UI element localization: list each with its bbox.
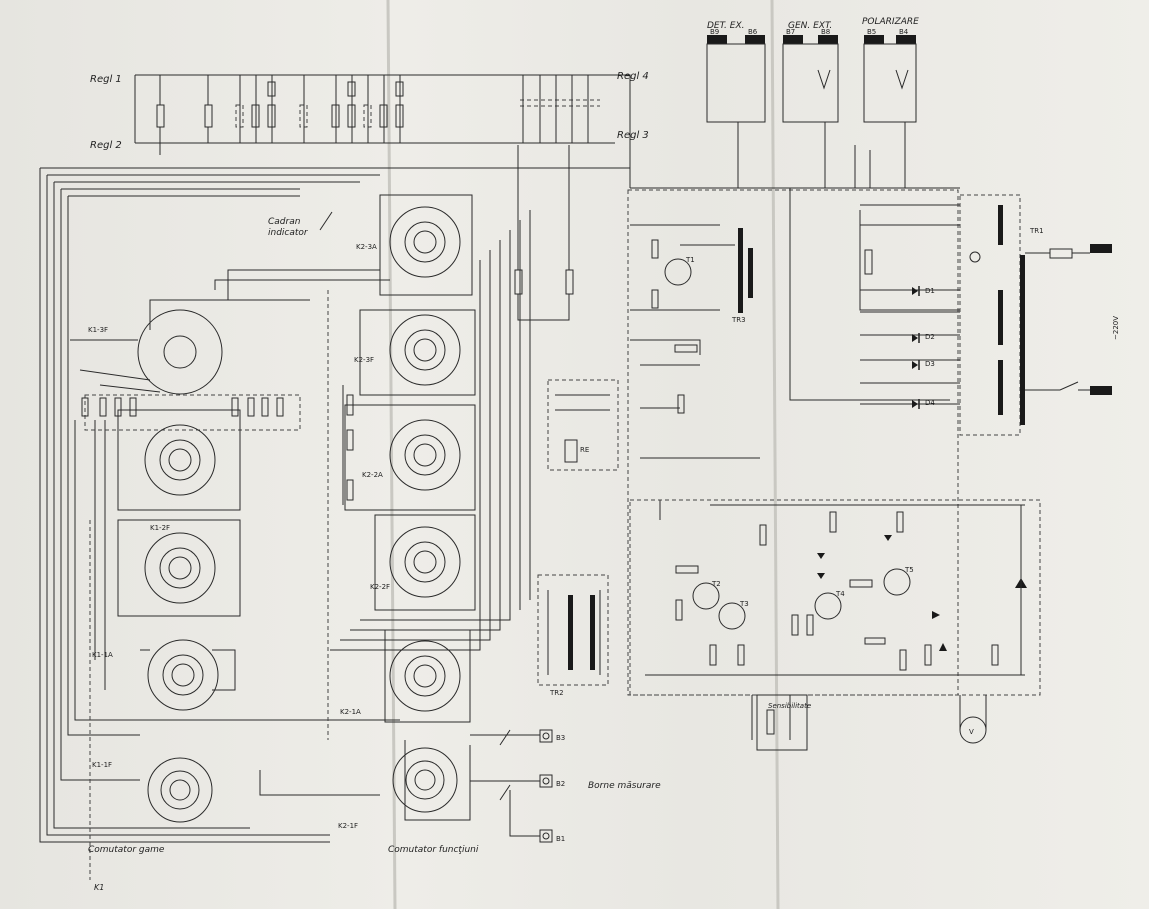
terminal-b3: B3 <box>556 734 565 742</box>
voltmeter-symbol: V <box>969 728 974 736</box>
regl-trimmers <box>514 145 574 321</box>
connector-b7: B7 <box>786 28 795 36</box>
amplifier-section <box>629 499 1041 696</box>
label-sensibilitate: Sensibilitate <box>768 702 811 710</box>
k2-side-parts <box>319 211 354 505</box>
switch-label-k2-2a: K2-2A <box>362 471 383 479</box>
top-bus <box>615 74 960 401</box>
label-gen-ext: GEN. EXT. <box>788 21 832 31</box>
label-comutator-functiuni: Comutator funcţiuni <box>388 845 479 855</box>
label-comutator-game: Comutator game <box>88 845 165 855</box>
connector-b6: B6 <box>748 28 758 36</box>
switch-k2-3f <box>359 309 476 396</box>
transformer-tr1-label: TR1 <box>1029 227 1044 235</box>
connector-blocks <box>706 35 917 123</box>
switch-label-k1-3f: K1-3F <box>88 326 108 334</box>
transistor-t5-label: T5 <box>904 566 914 574</box>
switch-label-k1-1a: K1-1A <box>92 651 113 659</box>
switch-k2-2a <box>344 404 476 511</box>
oscillator-section <box>627 189 959 696</box>
diode-d4-label: D4 <box>925 399 935 407</box>
label-indicator: indicator <box>268 228 309 238</box>
relay-label: RE <box>580 446 589 454</box>
switch-k2-2f <box>374 514 476 611</box>
paper-fold <box>386 0 397 909</box>
switch-k2-3a <box>379 194 473 296</box>
diode-d3-label: D3 <box>925 360 935 368</box>
transistor-t3-label: T3 <box>739 600 749 608</box>
relay-block <box>547 379 619 471</box>
measurement-terminals <box>470 729 553 843</box>
transistor-t2-label: T2 <box>711 580 721 588</box>
connector-b8: B8 <box>821 28 830 36</box>
switch-label-k1-2f: K1-2F <box>150 524 170 532</box>
terminal-b2: B2 <box>556 780 565 788</box>
terminal-b1: B1 <box>556 835 565 843</box>
switch-label-k2-1f: K2-1F <box>338 822 358 830</box>
transformer-tr3-label: TR3 <box>731 316 746 324</box>
trimmer-bank-left <box>81 394 301 431</box>
switch-k2-1f <box>392 740 471 821</box>
transformer-tr2-label: TR2 <box>549 689 564 697</box>
label-regl-2: Regl 2 <box>90 140 122 151</box>
switch-label-k2-1a: K2-1A <box>340 708 361 716</box>
trim-resistors <box>156 75 404 155</box>
switch-k1-1a <box>140 639 236 711</box>
switch-k1-1f <box>147 757 213 823</box>
switch-k1-2a <box>117 409 241 511</box>
voltmeter <box>959 695 987 744</box>
label-regl-3: Regl 3 <box>617 130 649 141</box>
switch-k1-3f <box>70 309 223 395</box>
switch-label-k2-2f: K2-2F <box>370 583 390 591</box>
label-cadran: Cadran <box>268 217 301 227</box>
switch-label-k2-3f: K2-3F <box>354 356 374 364</box>
switch-k1-2f <box>117 519 241 617</box>
connector-b4: B4 <box>899 28 909 36</box>
power-supply <box>859 194 1112 436</box>
switch-label-k2-3a: K2-3A <box>356 243 377 251</box>
diode-d1-label: D1 <box>925 287 935 295</box>
connector-b9: B9 <box>710 28 719 36</box>
adjustment-panel <box>134 74 615 155</box>
wiring-harness <box>39 167 630 843</box>
switch-k2-1a <box>384 629 471 723</box>
switch-label-k1-1f: K1-1F <box>92 761 112 769</box>
label-regl-4: Regl 4 <box>617 71 649 82</box>
sensitivity-control <box>751 694 808 751</box>
trim-capacitors <box>520 75 600 143</box>
connector-b5: B5 <box>867 28 876 36</box>
transformer-tr2 <box>537 574 609 686</box>
transistor-t4-label: T4 <box>835 590 845 598</box>
label-k1: K1 <box>94 883 104 892</box>
label-polarizare: POLARIZARE <box>862 17 919 27</box>
paper-fold <box>770 0 780 909</box>
label-det-ex: DET. EX. <box>707 21 744 31</box>
label-regl-1: Regl 1 <box>90 74 122 85</box>
transistor-t1-label: T1 <box>685 256 695 264</box>
label-borne-masurare: Borne măsurare <box>588 781 661 791</box>
mains-voltage-label: ~220V <box>1112 316 1120 340</box>
diode-d2-label: D2 <box>925 333 935 341</box>
